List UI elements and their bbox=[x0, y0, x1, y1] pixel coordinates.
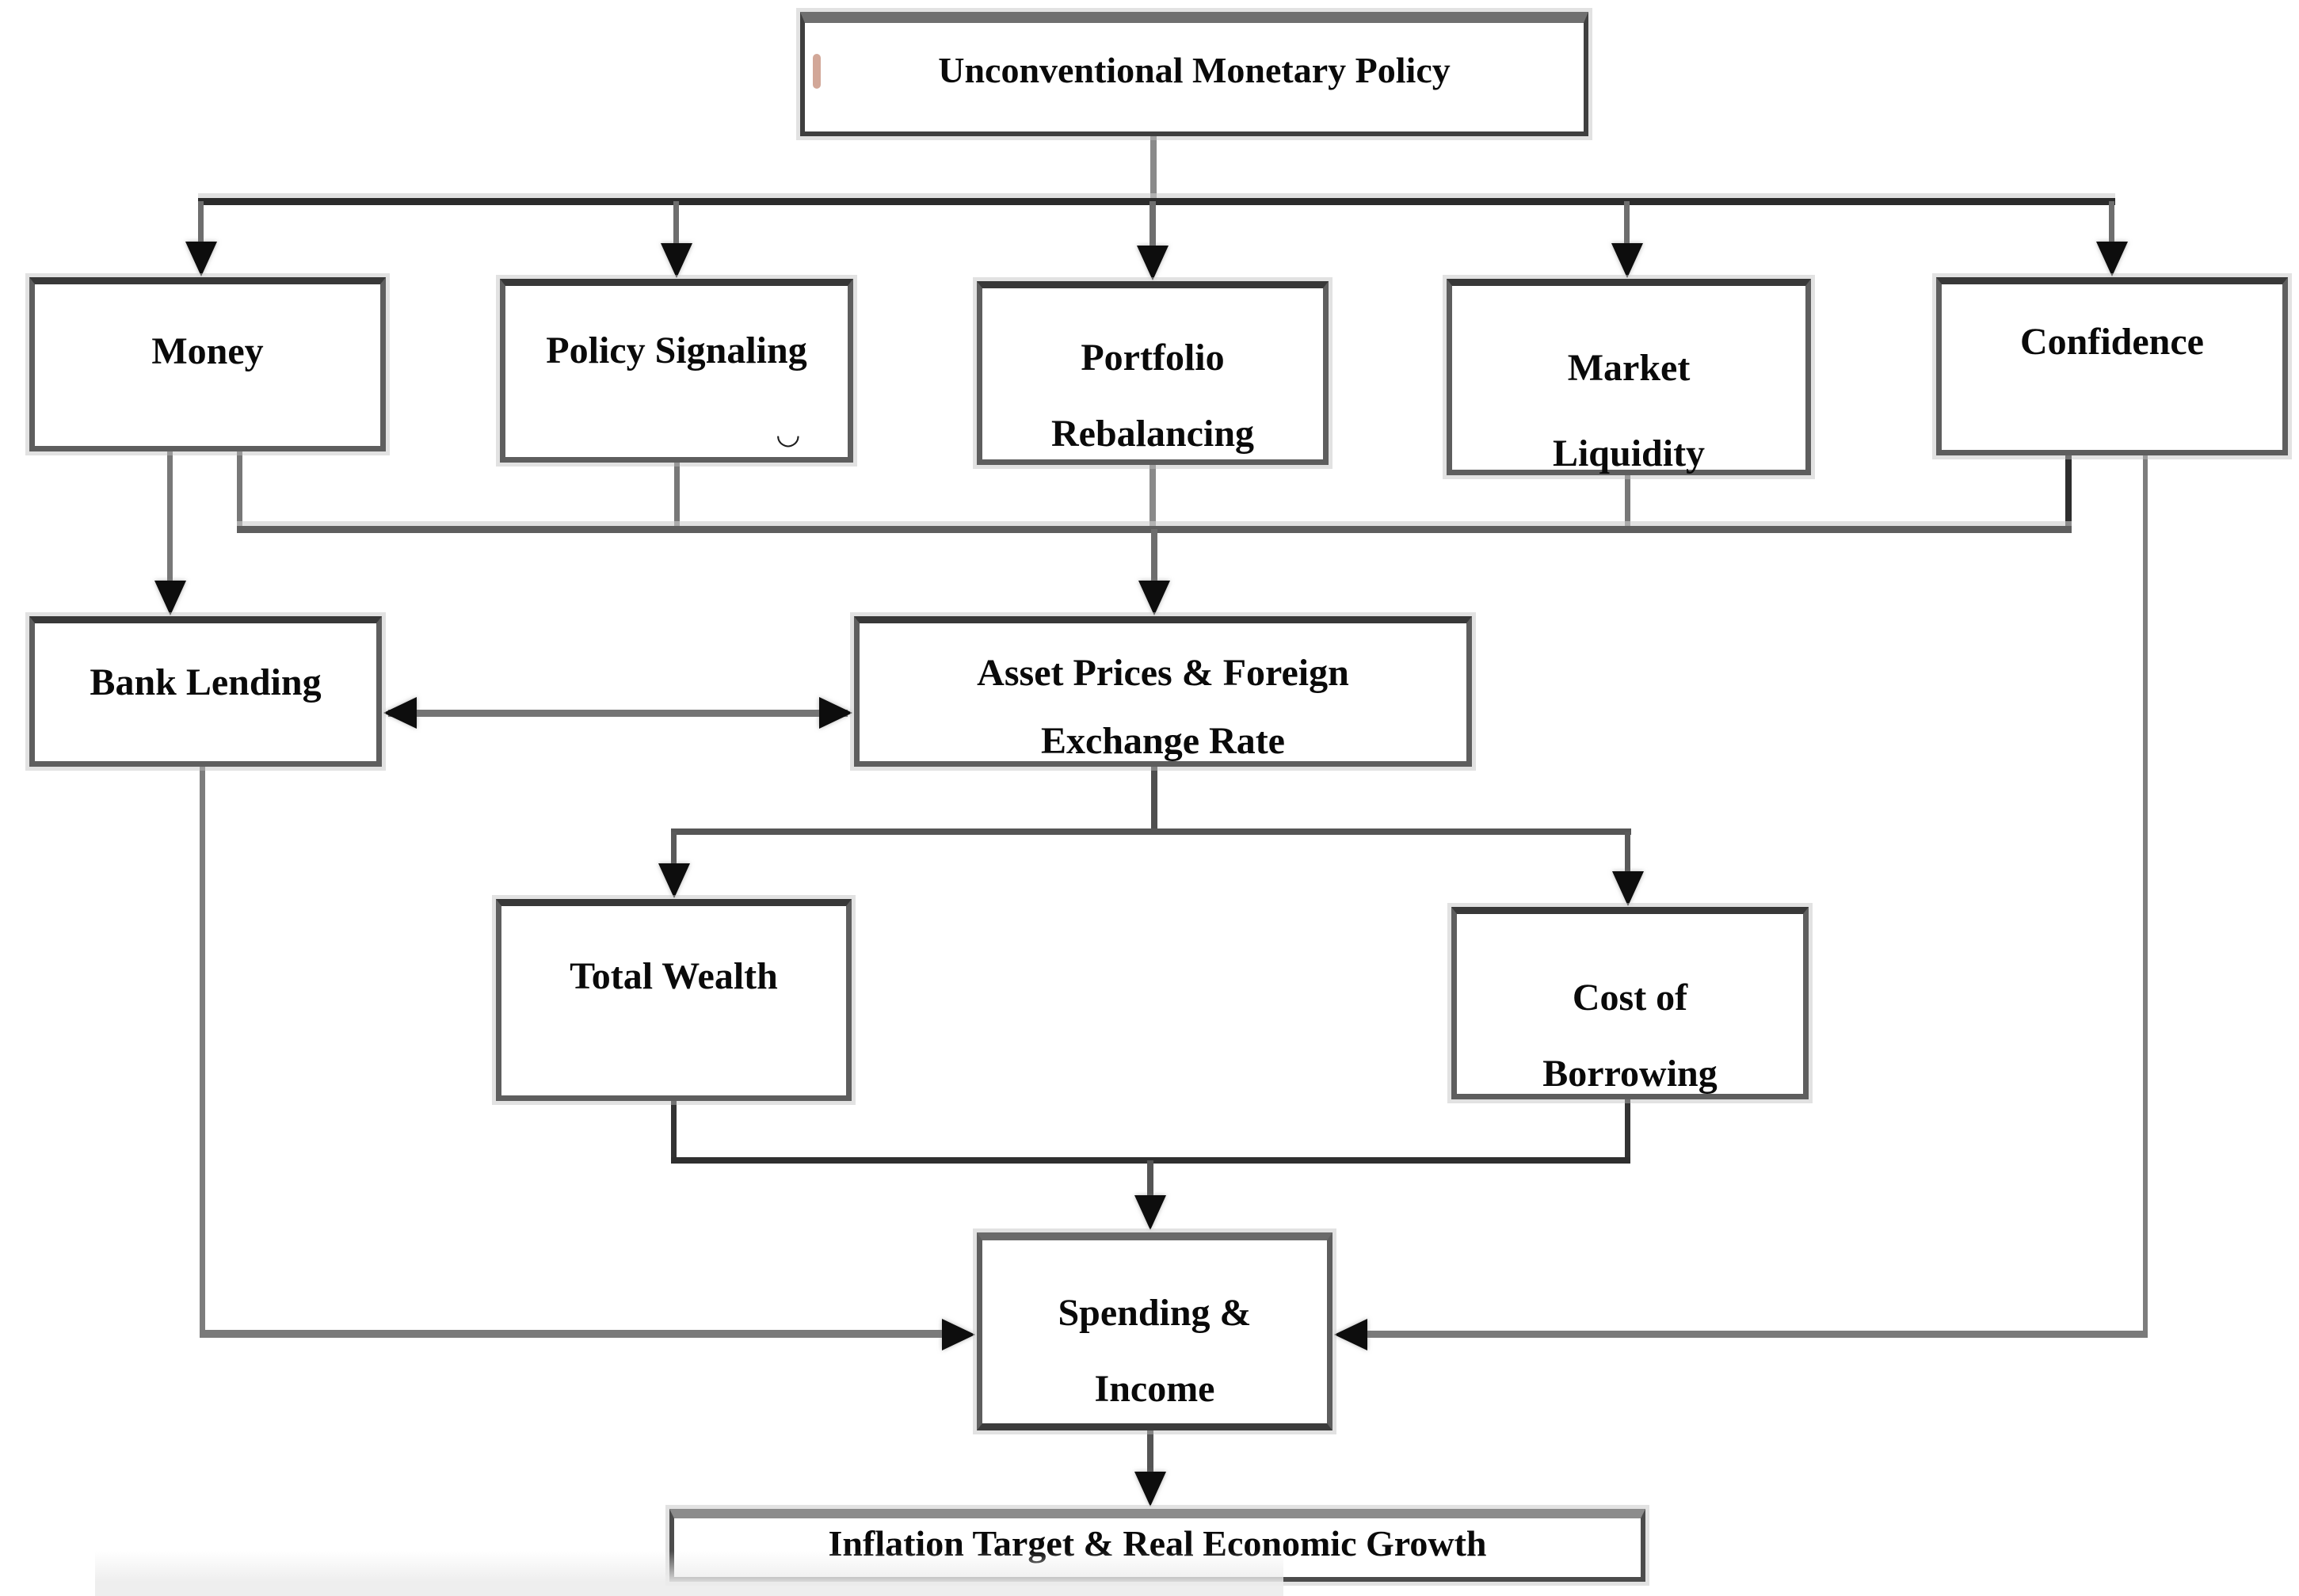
edge-bank-asset-double bbox=[388, 710, 848, 717]
arrowhead-into-confidence bbox=[2096, 242, 2128, 276]
node-asset-prices-fx: Asset Prices & Foreign Exchange Rate bbox=[854, 616, 1472, 767]
node-policy-signaling-label: Policy Signaling bbox=[546, 329, 807, 371]
edge-distributor-line bbox=[198, 198, 2115, 205]
node-market-liquidity: Market Liquidity bbox=[1447, 279, 1811, 475]
arrowhead-into-policy bbox=[661, 243, 692, 278]
node-portfolio-rebalancing: Portfolio Rebalancing bbox=[977, 281, 1329, 465]
edge-portfolio-to-collector bbox=[1150, 463, 1156, 532]
edge-collector2-to-spending bbox=[1147, 1160, 1153, 1198]
edge-asset-stem bbox=[1151, 764, 1157, 832]
edge-drop-market bbox=[1624, 201, 1630, 247]
node-bank-lending: Bank Lending bbox=[29, 616, 382, 767]
arrowhead-into-spending-right bbox=[1334, 1319, 1367, 1350]
node-market-liquidity-label: Market Liquidity bbox=[1552, 347, 1706, 474]
arrowhead-into-cost-of-borrowing bbox=[1612, 871, 1644, 906]
edge-confidence-long-drop bbox=[2143, 453, 2148, 1338]
edge-confidence-to-collector bbox=[2065, 453, 2072, 532]
scan-artifact-bottom-wash bbox=[95, 1551, 1283, 1596]
node-policy-signaling: Policy Signaling bbox=[500, 279, 853, 463]
node-cost-of-borrowing-label: Cost of Borrowing bbox=[1542, 977, 1718, 1095]
node-asset-prices-fx-label: Asset Prices & Foreign Exchange Rate bbox=[977, 652, 1349, 763]
node-portfolio-rebalancing-label: Portfolio Rebalancing bbox=[1050, 337, 1255, 455]
node-confidence: Confidence bbox=[1936, 277, 2288, 455]
node-unconventional-monetary-policy: Unconventional Monetary Policy bbox=[800, 12, 1588, 136]
edge-drop-money bbox=[198, 201, 204, 247]
scan-artifact-pink-dash bbox=[813, 54, 821, 89]
edge-bank-long-drop bbox=[200, 764, 205, 1337]
edge-ump-stem bbox=[1150, 135, 1157, 204]
scan-artifact-smudge-glyph: ◡ bbox=[777, 418, 799, 451]
node-unconventional-monetary-policy-label: Unconventional Monetary Policy bbox=[938, 50, 1451, 90]
arrowhead-into-total-wealth bbox=[658, 863, 690, 898]
node-money-label: Money bbox=[151, 330, 264, 372]
node-spending-income: Spending & Income bbox=[977, 1232, 1333, 1430]
arrowhead-into-spending-top bbox=[1134, 1195, 1166, 1230]
edge-money-to-collector bbox=[237, 448, 242, 532]
edge-policy-to-collector bbox=[674, 461, 680, 532]
arrowhead-into-inflation bbox=[1134, 1472, 1166, 1506]
edge-splitter-to-wealth bbox=[671, 832, 677, 868]
node-bank-lending-label: Bank Lending bbox=[90, 661, 322, 703]
arrowhead-into-asset-prices bbox=[1138, 581, 1170, 615]
edge-splitter-to-cost bbox=[1625, 832, 1630, 876]
node-cost-of-borrowing: Cost of Borrowing bbox=[1451, 907, 1809, 1099]
edge-cost-to-collector2 bbox=[1625, 1096, 1630, 1160]
edge-splitter-line bbox=[671, 828, 1631, 835]
edge-collector-to-asset bbox=[1151, 529, 1157, 583]
arrowhead-into-bank-lending bbox=[154, 581, 186, 615]
edge-bank-to-spending bbox=[200, 1330, 947, 1338]
arrowhead-into-spending-left bbox=[942, 1319, 975, 1350]
edge-money-to-bank bbox=[167, 448, 173, 581]
node-spending-income-label: Spending & Income bbox=[1058, 1292, 1252, 1410]
node-money: Money bbox=[29, 277, 386, 451]
edge-drop-confidence bbox=[2109, 201, 2114, 246]
edge-market-to-collector bbox=[1625, 474, 1630, 532]
node-confidence-label: Confidence bbox=[2020, 321, 2204, 363]
edge-drop-portfolio bbox=[1150, 201, 1156, 250]
arrowhead-into-market bbox=[1611, 243, 1643, 278]
arrowhead-bank-asset-left bbox=[383, 697, 417, 729]
arrowhead-bank-asset-right bbox=[819, 697, 852, 729]
edge-drop-policy bbox=[673, 201, 679, 247]
edge-wealth-to-collector2 bbox=[671, 1098, 677, 1160]
edge-spending-to-inflation bbox=[1147, 1427, 1153, 1475]
node-total-wealth: Total Wealth bbox=[496, 899, 852, 1101]
node-total-wealth-label: Total Wealth bbox=[570, 955, 778, 997]
edge-confidence-to-spending bbox=[1364, 1331, 2148, 1338]
arrowhead-into-portfolio bbox=[1137, 246, 1169, 280]
arrowhead-into-money bbox=[185, 242, 217, 276]
